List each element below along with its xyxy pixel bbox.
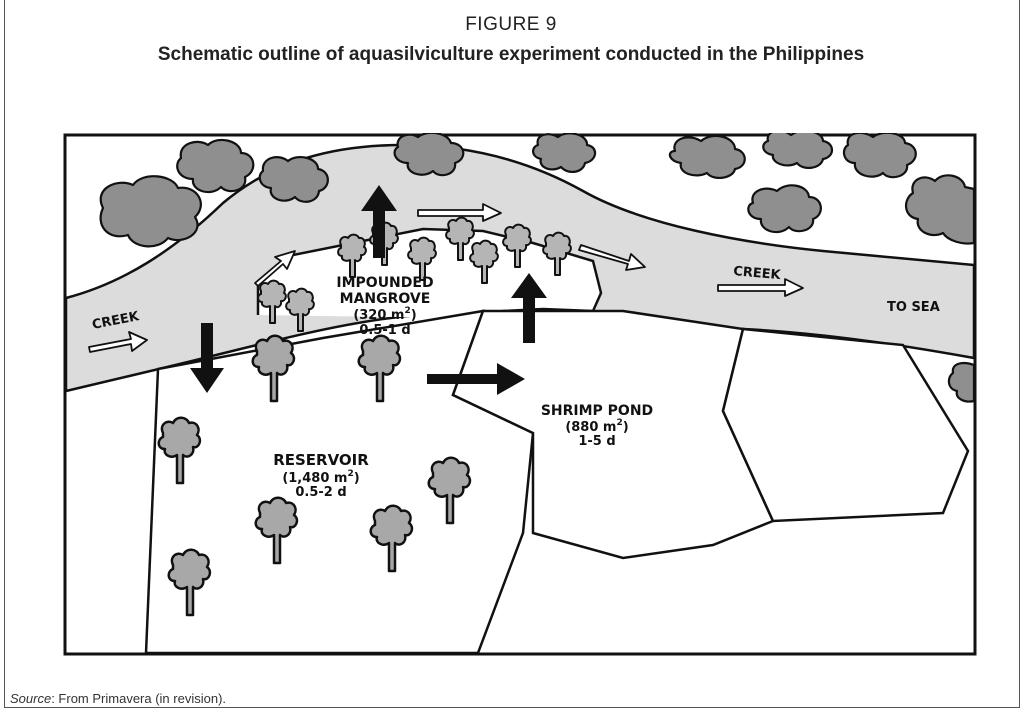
svg-text:0.5-2 d: 0.5-2 d xyxy=(295,485,346,500)
to-sea-label: TO SEA xyxy=(887,300,940,315)
canopy-cluster xyxy=(99,133,976,403)
figure-frame xyxy=(4,0,1020,708)
svg-text:1-5 d: 1-5 d xyxy=(578,434,615,449)
svg-text:SHRIMP POND: SHRIMP POND xyxy=(541,403,653,419)
figure-label: FIGURE 9 xyxy=(465,14,557,35)
svg-text:(1,480 m2): (1,480 m2) xyxy=(282,469,359,486)
source-note: Source: From Primavera (in revision). xyxy=(10,691,226,706)
svg-text:MANGROVE: MANGROVE xyxy=(340,291,431,307)
svg-text:(320 m2): (320 m2) xyxy=(353,306,416,323)
extra-pond-outline xyxy=(721,327,970,523)
svg-text:RESERVOIR: RESERVOIR xyxy=(273,451,369,469)
shrimp-pond-outline xyxy=(451,309,775,560)
svg-text:0.5-1 d: 0.5-1 d xyxy=(359,323,410,338)
svg-text:(880 m2): (880 m2) xyxy=(565,418,628,435)
creek-right-label: CREEK xyxy=(733,264,782,283)
source-prefix: Source xyxy=(10,691,52,706)
source-text: : From Primavera (in revision). xyxy=(51,691,227,706)
svg-text:IMPOUNDED: IMPOUNDED xyxy=(336,275,433,291)
figure-title: Schematic outline of aquasilviculture ex… xyxy=(157,44,865,65)
impounded-mangrove-label: IMPOUNDED MANGROVE (320 m2) 0.5-1 d xyxy=(336,275,433,338)
schematic-diagram: CREEK CREEK TO SEA IMPOUNDED MANGROVE (3… xyxy=(63,133,977,656)
shrimp-pond-label: SHRIMP POND (880 m2) 1-5 d xyxy=(541,403,653,449)
water-direction-arrows xyxy=(190,185,547,395)
creek-flow-arrows xyxy=(88,203,804,353)
reservoir-label: RESERVOIR (1,480 m2) 0.5-2 d xyxy=(273,451,369,500)
